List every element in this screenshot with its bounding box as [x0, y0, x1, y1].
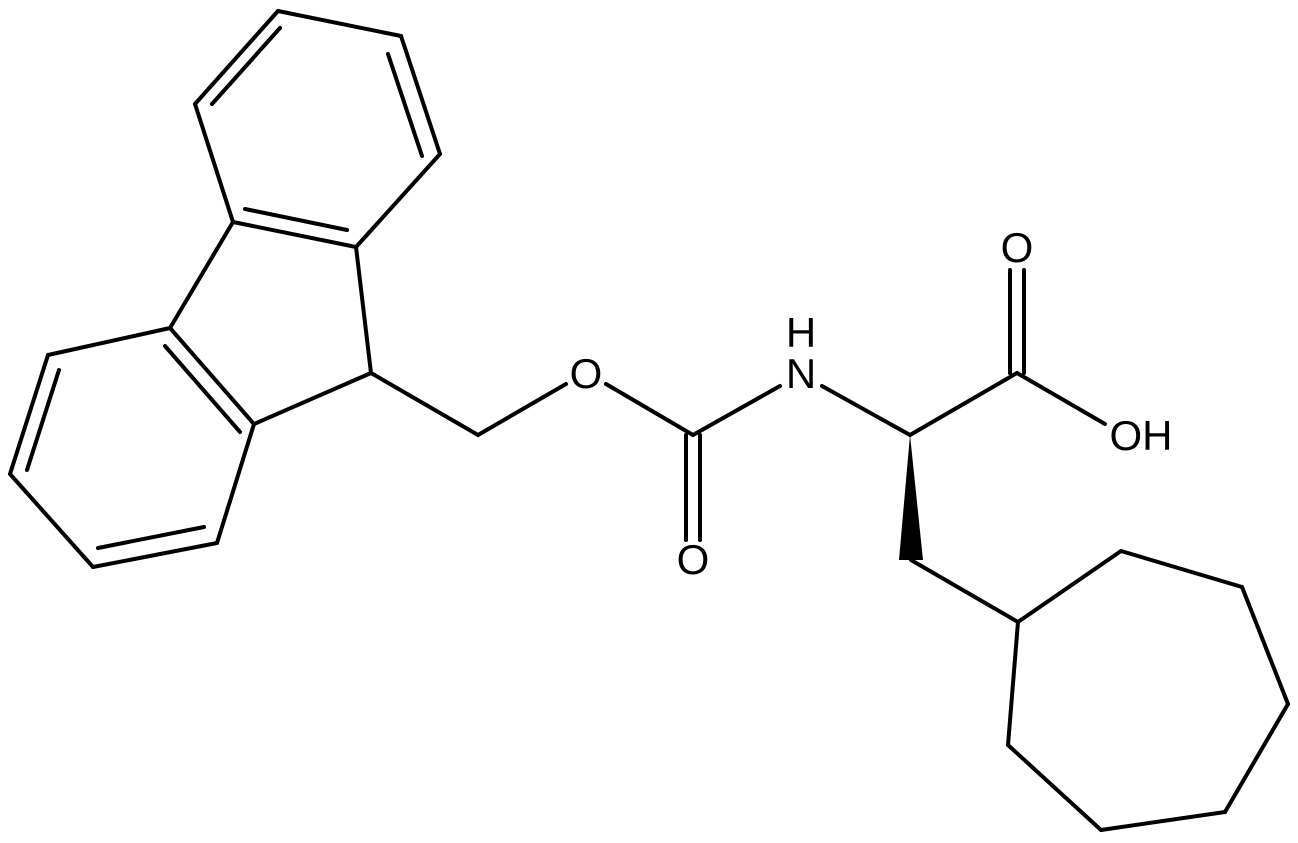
carbonyl-oxygen-label: O: [677, 536, 710, 583]
amide-hydrogen-label: H: [786, 309, 816, 356]
stereo-wedge-bond: [899, 435, 923, 560]
fmoc-carbamate-linker: [369, 371, 782, 542]
atom-labels: O H N O O OH: [570, 224, 1173, 583]
amide-nitrogen-label: N: [786, 350, 816, 397]
fluorene-central-ring: [168, 220, 373, 426]
ester-oxygen-label: O: [570, 350, 603, 397]
acid-hydroxyl-label: OH: [1110, 412, 1173, 459]
cycloheptane-ring: [1006, 549, 1290, 832]
fluorene-upper-ring: [193, 9, 442, 249]
amino-acid-backbone: [820, 268, 1107, 624]
acid-carbonyl-oxygen-label: O: [1001, 224, 1034, 271]
fluorene-lower-ring: [8, 326, 256, 569]
